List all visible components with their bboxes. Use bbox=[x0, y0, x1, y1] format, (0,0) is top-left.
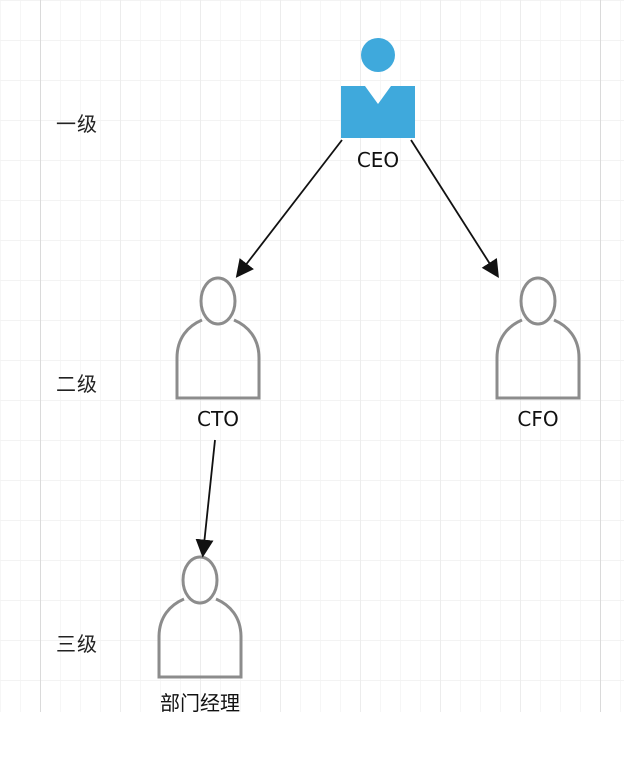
ceo-label: CEO bbox=[356, 148, 400, 172]
arrow-ceo-to-cto[interactable] bbox=[235, 139, 343, 278]
canvas-right-border bbox=[600, 0, 601, 762]
cfo-label: CFO bbox=[517, 407, 559, 431]
arrow-ceo-to-cfo[interactable] bbox=[410, 139, 499, 279]
dept-manager-label: 部门经理 bbox=[160, 691, 240, 715]
canvas-bottom-margin bbox=[0, 712, 624, 762]
ceo-person-icon[interactable] bbox=[341, 38, 415, 138]
level-3-label: 三级 bbox=[56, 632, 98, 656]
cto-person-icon[interactable] bbox=[175, 276, 261, 400]
cfo-person-icon[interactable] bbox=[495, 276, 581, 400]
cto-label: CTO bbox=[197, 407, 239, 431]
level-2-label: 二级 bbox=[56, 372, 98, 396]
level-1-label: 一级 bbox=[56, 112, 98, 136]
canvas-left-border bbox=[40, 0, 41, 762]
arrow-cto-to-dept-manager[interactable] bbox=[195, 439, 216, 558]
dept-manager-person-icon[interactable] bbox=[157, 555, 243, 679]
